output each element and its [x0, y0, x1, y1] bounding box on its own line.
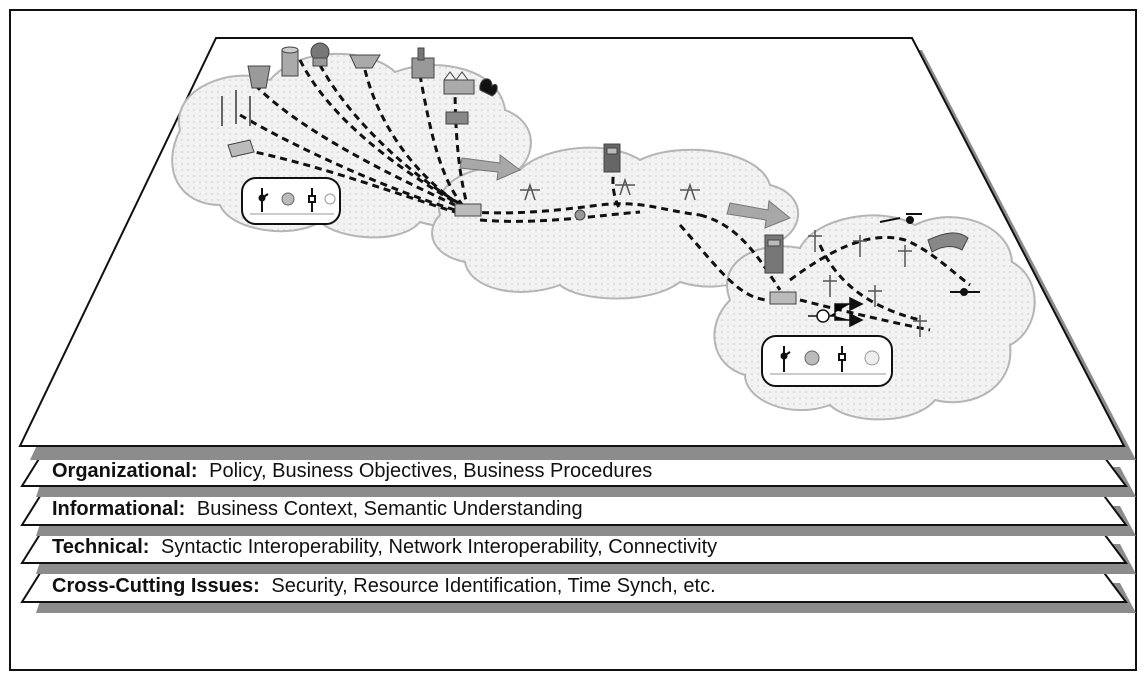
transmission-cloud: [431, 146, 800, 300]
communication-links: [239, 59, 971, 332]
layer-informational-items: Business Context, Semantic Understanding: [197, 498, 583, 520]
battery-icon: [445, 111, 469, 125]
substation-icon: [454, 203, 482, 217]
solar-panel-icon: [227, 139, 255, 158]
control-panel-distribution: [761, 335, 893, 387]
distribution-icons: [764, 213, 980, 337]
layer-cross-cutting-items: Security, Resource Identification, Time …: [271, 575, 715, 597]
silo-icon: [281, 46, 299, 77]
substation-icon: [769, 291, 797, 305]
layer-organizational-items: Policy, Business Objectives, Business Pr…: [209, 460, 652, 482]
pipeline-icon: [927, 232, 969, 253]
layer-technical-name: Technical:: [52, 536, 149, 558]
control-panel-generation: [241, 177, 341, 225]
layer-organizational: Organizational: Policy, Business Objecti…: [20, 453, 1136, 497]
utility-pole-icon: [808, 230, 927, 337]
layer-organizational-name: Organizational:: [52, 460, 198, 482]
layer-cross-cutting-name: Cross-Cutting Issues:: [52, 575, 260, 597]
dam-icon: [349, 54, 381, 69]
breaker-symbol-icon: [879, 213, 980, 296]
factory-icon: [443, 71, 475, 95]
wind-turbine-icon: [221, 90, 251, 126]
layer-informational-name: Informational:: [52, 498, 185, 520]
flow-arrow-generation-to-transmission: [459, 154, 521, 181]
generation-icons: [221, 42, 498, 158]
transmission-icons: [454, 143, 700, 221]
power-plant-icon: [411, 47, 435, 79]
flow-arrow-transmission-to-distribution: [726, 200, 791, 229]
server-cabinet-icon: [764, 234, 784, 274]
layer-cross-cutting-text: Cross-Cutting Issues: Security, Resource…: [52, 575, 716, 597]
layer-technical-items: Syntactic Interoperability, Network Inte…: [161, 536, 717, 558]
nuclear-dome-icon: [310, 42, 330, 67]
cooling-tower-icon: [247, 65, 271, 89]
layer-informational: Informational: Business Context, Semanti…: [20, 492, 1136, 536]
layer-technical: Technical: Syntactic Interoperability, N…: [20, 530, 1136, 574]
transformer-icon: [574, 209, 586, 221]
layer-cross-cutting: Cross-Cutting Issues: Security, Resource…: [20, 569, 1136, 613]
control-center-icon: [603, 143, 621, 173]
layer-technical-text: Technical: Syntactic Interoperability, N…: [52, 536, 717, 558]
meter-switch-icon: [808, 296, 864, 328]
transmission-tower-icon: [520, 177, 700, 201]
layer-organizational-text: Organizational: Policy, Business Objecti…: [52, 460, 652, 482]
flame-icon: [479, 78, 498, 97]
layer-informational-text: Informational: Business Context, Semanti…: [52, 498, 583, 520]
